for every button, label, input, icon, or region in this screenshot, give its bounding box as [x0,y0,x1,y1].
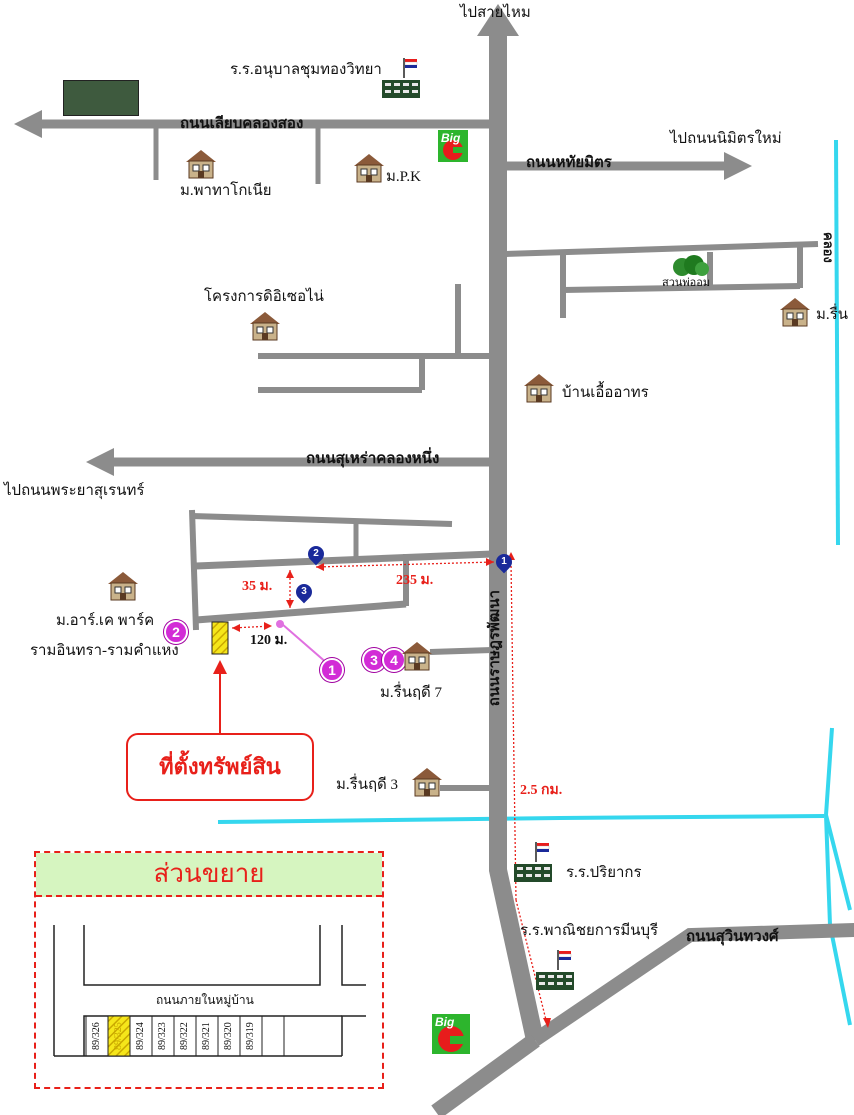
pointer-line [281,623,329,665]
roads [14,4,854,1115]
label-moo-rk-park-2: รามอินทรา-รามคำแหง [30,643,179,659]
lot-label: 89/321 [201,1022,212,1050]
bubble-marker-2: 2 [164,620,188,644]
distance-120m: 120 ม. [250,633,288,648]
label-moo-rk-park-1: ม.อาร์.เค พาร์ค [56,613,155,629]
lot-label: 89/320 [223,1022,234,1050]
lot-label: 89/323 [157,1022,168,1050]
label-moo-pattaya: ม.พาทาโกเนีย [180,183,272,199]
label-to-nimit-mai: ไปถนนนิมิตรใหม่ [670,131,782,147]
house-icon [354,154,384,183]
pin-marker-2: 2 [304,542,328,566]
pin-marker-1: 1 [492,550,516,574]
inset-panel: ส่วนขยาย [34,851,384,1089]
road-hathai-rat: ถนนหทัยมิตร [526,155,612,171]
road-suphra-khlong-nueng: ถนนสุเหร่าคลองหนึ่ง [306,451,440,467]
label-ban-uea-athon: บ้านเอื้ออาทร [562,385,649,401]
house-icon [108,572,138,601]
big-c-logo-top: Big [438,130,468,162]
label-to-phraya-suren: ไปถนนพระยาสุเรนทร์ [4,483,145,499]
lot-label: 89/324 [135,1022,146,1050]
inset-inner-road-label: ถนนภายในหมู่บ้าน [156,993,254,1007]
road-suwinthawong: ถนนสุวินทวงศ์ [686,929,779,945]
property-location-callout: ที่ตั้งทรัพย์สิน [126,733,314,801]
school-icon [536,950,574,990]
big-c-logo-bottom: Big [432,1014,470,1054]
inset-title: ส่วนขยาย [36,853,382,897]
label-to-sai-mai: ไปสายไหม [460,5,531,21]
label-park: สวนพ่ออม [662,277,711,289]
house-icon [186,150,216,179]
house-icon [412,768,442,797]
distance-35m: 35 ม. [242,579,273,594]
label-school-commerce: ร.ร.พาณิชยการมีนบุรี [520,923,659,939]
lot-label: 89/322 [179,1022,190,1050]
property-marker [211,621,229,655]
village-logo [63,80,139,116]
school-icon [514,842,552,882]
distance-235m: 235 ม. [396,573,434,588]
distance-lines [231,561,549,1029]
lot-label-highlighted: 89/325 [113,1022,124,1050]
lot-label: 89/319 [245,1022,256,1050]
house-icon [780,298,810,327]
house-icon [402,642,432,671]
road-ratphatthana: ถนนราษฎรพัฒนา [487,590,503,707]
canals [217,139,852,1026]
label-moo-pk: ม.P.K [386,169,421,185]
bubble-marker-1: 1 [320,658,344,682]
park-icon [673,255,709,276]
lot-label: 89/326 [91,1022,102,1050]
label-project-deoe: โครงการดิอิเซอไน่ [204,289,324,305]
distance-2-5km: 2.5 กม. [520,783,563,798]
house-icon [250,312,280,341]
road-liap-khlong-song: ถนนเลียบคลองสอง [180,116,304,132]
pin-marker-3: 3 [292,580,316,604]
label-moo-rueen-rudee-7: ม.รื่นฤดี 7 [380,685,443,701]
school-icon [382,58,420,98]
label-school-anuban: ร.ร.อนุบาลชุมทองวิทยา [230,62,382,78]
label-school-pariyakorn: ร.ร.ปริยากร [566,865,642,881]
label-moo-rin: ม.รื่น [816,307,848,323]
label-khlong: คลอง [821,232,836,263]
house-icon [524,374,554,403]
label-moo-rueen-rudee-3: ม.รื่นฤดี 3 [336,777,399,793]
